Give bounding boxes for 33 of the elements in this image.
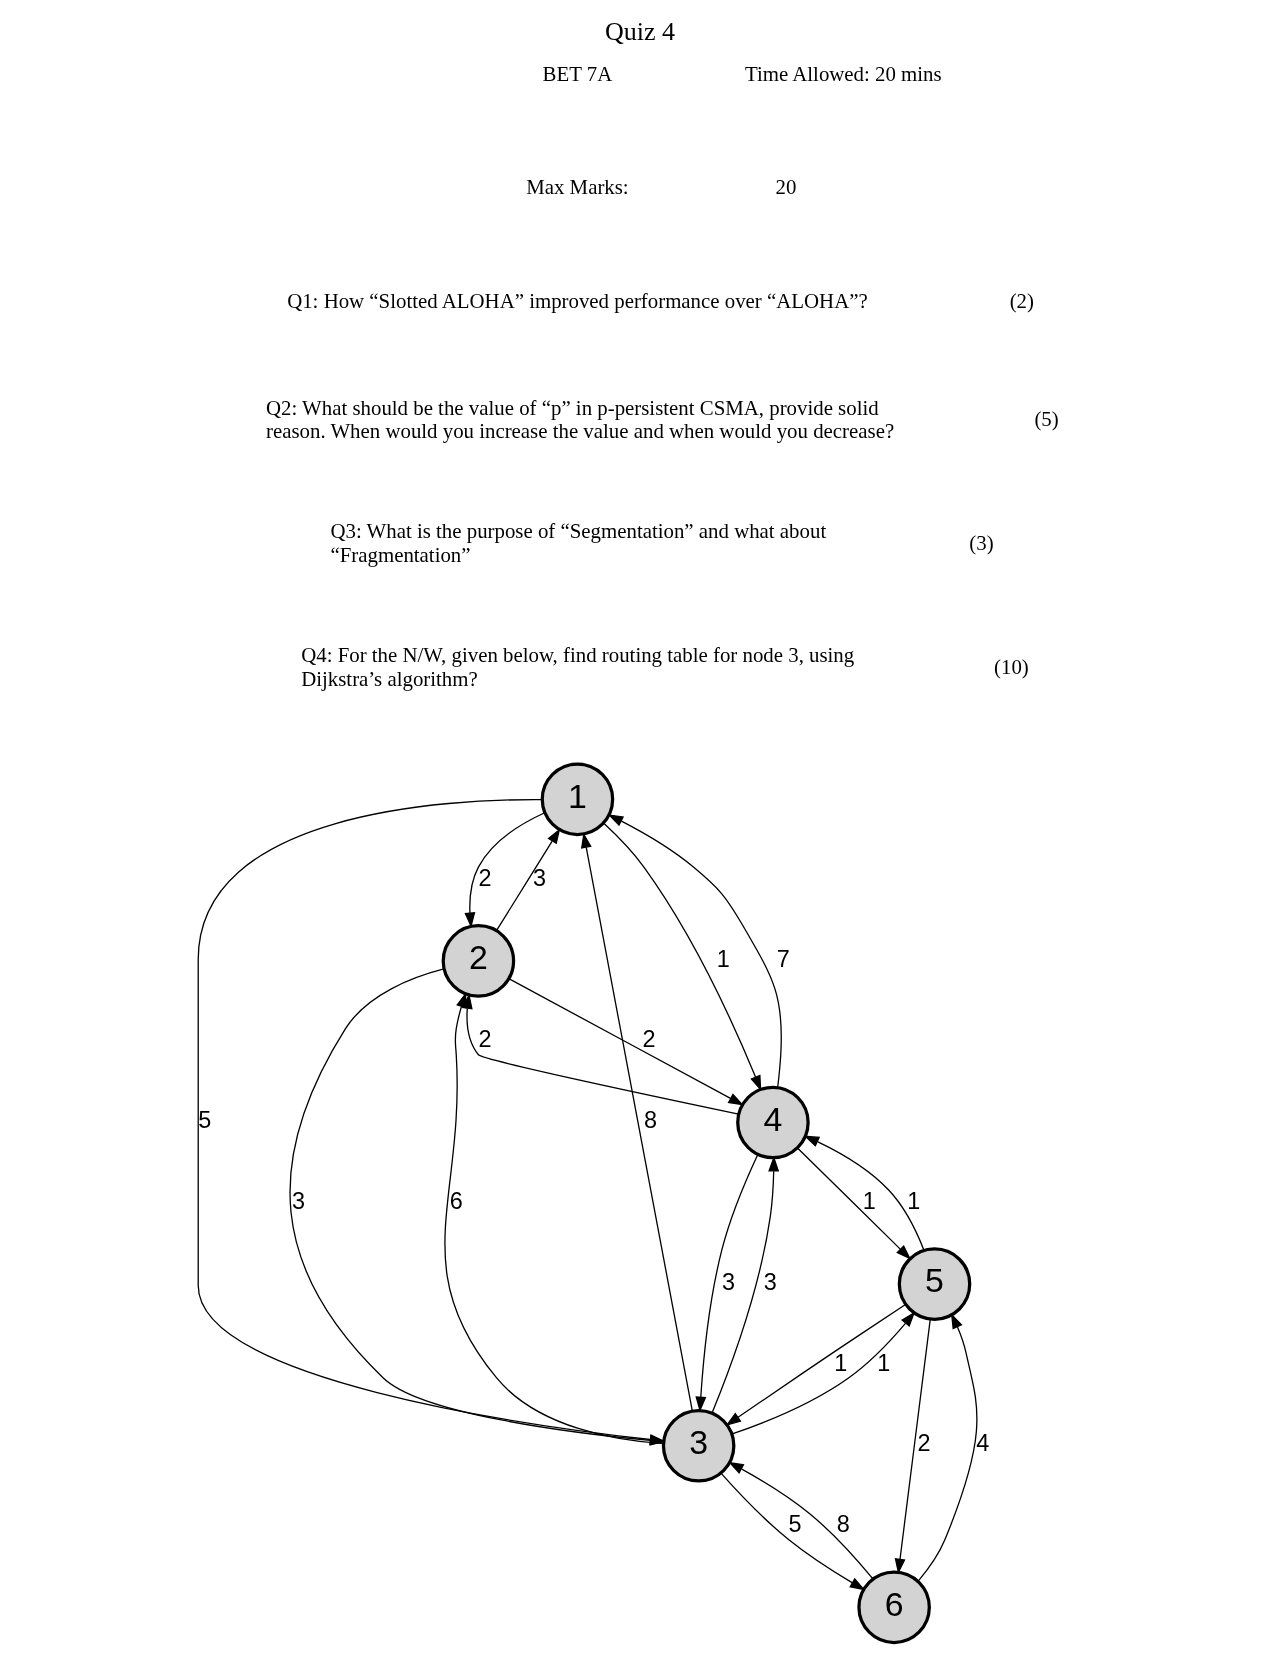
edge-label: 5 bbox=[198, 1107, 212, 1134]
edge-label: 8 bbox=[643, 1107, 657, 1134]
edge-label: 1 bbox=[862, 1188, 876, 1215]
edge-label: 3 bbox=[722, 1268, 736, 1295]
edge-label: 1 bbox=[907, 1188, 921, 1215]
edge-label: 1 bbox=[716, 945, 730, 972]
edge-label: 8 bbox=[836, 1511, 850, 1538]
label: Max Marks: bbox=[526, 175, 629, 200]
label: (3) bbox=[969, 531, 994, 556]
label: 20 bbox=[775, 175, 797, 200]
edge-label: 5 bbox=[788, 1511, 802, 1538]
label: Q2: What should be the value of “p” in p-persistent CSMA, provide solid reason. When would you increase the value and when would you decrease? bbox=[265, 395, 895, 444]
edge-label: 1 bbox=[877, 1349, 891, 1376]
edge-label: 2 bbox=[478, 1026, 492, 1053]
edge-label: 3 bbox=[292, 1188, 306, 1215]
label: (2) bbox=[1009, 288, 1034, 313]
edge-label: 2 bbox=[642, 1026, 656, 1053]
label: (5) bbox=[1034, 407, 1059, 432]
edge-label: 2 bbox=[917, 1430, 931, 1457]
label: Time Allowed: 20 mins bbox=[744, 62, 942, 86]
label: Q4: For the N/W, given below, find routing table for node 3, using Dijkstra’s algorithm? bbox=[301, 643, 855, 691]
edge-label: 7 bbox=[776, 945, 790, 972]
edge-label: 2 bbox=[478, 864, 492, 891]
edge-label: 3 bbox=[533, 864, 547, 891]
edge-label: 1 bbox=[834, 1349, 848, 1376]
edge-label: 6 bbox=[449, 1188, 463, 1215]
diagram-title: Quiz 4 bbox=[604, 16, 676, 46]
edge-label: 3 bbox=[763, 1268, 777, 1295]
label: Q3: What is the purpose of “Segmentation” and what about “Fragmentation” bbox=[330, 519, 827, 567]
edge-label: 4 bbox=[976, 1430, 990, 1457]
label: BET 7A bbox=[542, 62, 613, 86]
label: Q1: How “Slotted ALOHA” improved performance over “ALOHA”? bbox=[287, 288, 868, 313]
label: (10) bbox=[994, 654, 1029, 679]
